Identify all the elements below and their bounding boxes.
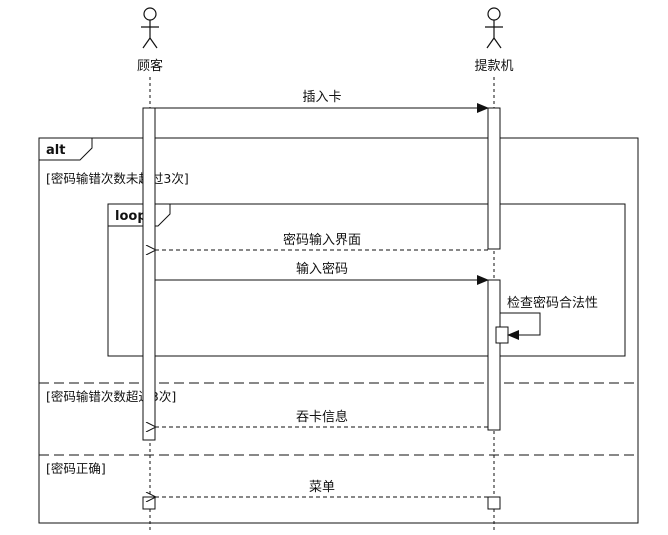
actor-label-customer: 顾客 xyxy=(137,58,163,74)
activation-atm-1 xyxy=(487,107,501,250)
alt-keyword: alt xyxy=(46,143,65,158)
message-swallow-card: 吞卡信息 xyxy=(156,409,488,427)
stick-figure-icon xyxy=(141,7,159,49)
activation-atm-self xyxy=(495,326,509,344)
message-label: 密码输入界面 xyxy=(283,232,361,248)
actor-label-atm: 提款机 xyxy=(474,58,513,74)
activation-atm-menu xyxy=(487,496,501,510)
message-password-screen: 密码输入界面 xyxy=(156,232,488,250)
alt-fragment: alt [密码输错次数未超过3次] [密码输错次数超过3次] [密码正确] xyxy=(38,137,639,524)
activation-customer-menu xyxy=(142,496,156,510)
message-arrow xyxy=(500,312,541,340)
alt-guard-3: [密码正确] xyxy=(46,461,106,476)
actor-atm: 提款机 xyxy=(474,7,514,74)
loop-fragment: loop xyxy=(107,203,626,357)
message-menu: 菜单 xyxy=(156,480,488,497)
loop-frame xyxy=(107,203,626,357)
actor-customer: 顾客 xyxy=(137,7,163,74)
message-label: 输入密码 xyxy=(296,261,348,277)
message-label: 菜单 xyxy=(309,480,335,495)
activation-atm-2 xyxy=(487,279,501,431)
message-insert-card: 插入卡 xyxy=(155,90,489,113)
loop-keyword: loop xyxy=(115,209,147,224)
alt-guard-2: [密码输错次数超过3次] xyxy=(46,389,176,404)
activation-customer xyxy=(142,107,156,441)
alt-tab xyxy=(39,138,93,161)
message-label: 检查密码合法性 xyxy=(507,295,598,311)
stick-figure-icon xyxy=(485,7,503,49)
message-label: 插入卡 xyxy=(302,90,341,105)
loop-tab xyxy=(108,204,171,227)
alt-frame xyxy=(38,137,639,524)
message-label: 吞卡信息 xyxy=(296,409,348,425)
message-enter-password: 输入密码 xyxy=(155,261,489,285)
message-check-password: 检查密码合法性 xyxy=(500,295,598,340)
alt-guard-1: [密码输错次数未超过3次] xyxy=(46,171,189,186)
